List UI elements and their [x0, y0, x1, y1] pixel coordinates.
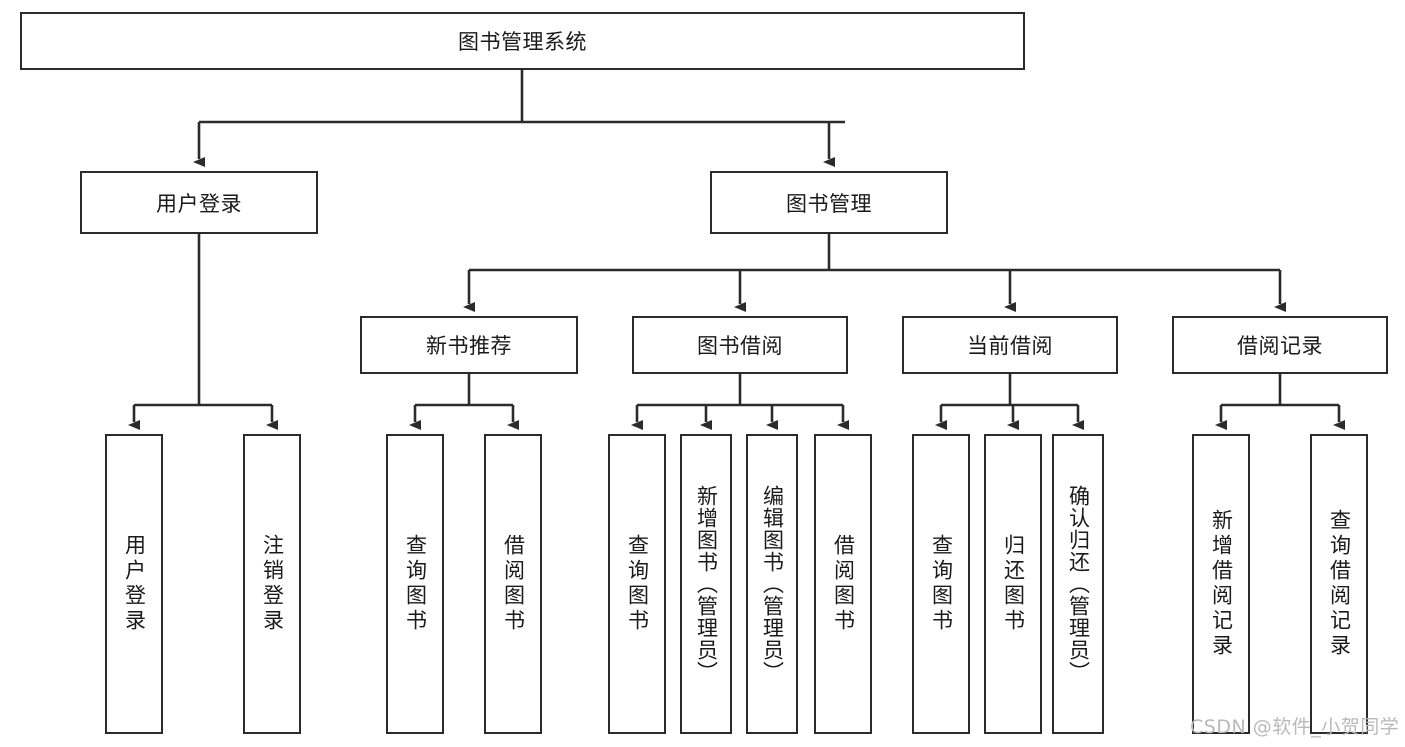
- node-leaf-query-book-1[interactable]: 查询图书: [386, 434, 444, 734]
- node-leaf-edit-book-admin-label: 编辑图书（管理员）: [760, 485, 785, 683]
- node-leaf-user-login[interactable]: 用户登录: [105, 434, 163, 734]
- node-leaf-borrow-book-1-label: 借阅图书: [501, 534, 526, 634]
- node-leaf-query-book-3-label: 查询图书: [929, 534, 954, 634]
- node-leaf-logout-login-label: 注销登录: [260, 534, 285, 634]
- node-borrow-record-label: 借阅记录: [1237, 334, 1323, 358]
- node-current-borrow-label: 当前借阅: [967, 334, 1053, 358]
- node-book-manage-label: 图书管理: [786, 191, 872, 216]
- node-book-borrow[interactable]: 图书借阅: [632, 316, 848, 374]
- csdn-watermark: CSDN @软件_小贺同学: [1190, 716, 1400, 738]
- node-leaf-query-borrow-record[interactable]: 查询借阅记录: [1310, 434, 1368, 734]
- node-leaf-add-book-admin[interactable]: 新增图书（管理员）: [680, 434, 732, 734]
- node-new-book-recommend[interactable]: 新书推荐: [360, 316, 578, 374]
- node-leaf-query-book-2[interactable]: 查询图书: [608, 434, 666, 734]
- node-leaf-return-book[interactable]: 归还图书: [984, 434, 1042, 734]
- node-borrow-record[interactable]: 借阅记录: [1172, 316, 1388, 374]
- node-leaf-logout-login[interactable]: 注销登录: [243, 434, 301, 734]
- node-leaf-add-borrow-record[interactable]: 新增借阅记录: [1192, 434, 1250, 734]
- node-leaf-add-borrow-record-label: 新增借阅记录: [1209, 509, 1234, 659]
- node-leaf-confirm-return-admin[interactable]: 确认归还（管理员）: [1052, 434, 1104, 734]
- node-leaf-return-book-label: 归还图书: [1001, 534, 1026, 634]
- node-root-system[interactable]: 图书管理系统: [20, 12, 1025, 70]
- node-book-manage[interactable]: 图书管理: [710, 171, 948, 234]
- node-leaf-confirm-return-admin-label: 确认归还（管理员）: [1066, 485, 1091, 683]
- node-leaf-borrow-book-2-label: 借阅图书: [831, 534, 856, 634]
- node-root-label: 图书管理系统: [458, 30, 587, 54]
- node-book-borrow-label: 图书借阅: [697, 334, 783, 358]
- node-leaf-borrow-book-1[interactable]: 借阅图书: [484, 434, 542, 734]
- node-leaf-edit-book-admin[interactable]: 编辑图书（管理员）: [746, 434, 798, 734]
- node-leaf-query-book-3[interactable]: 查询图书: [912, 434, 970, 734]
- node-leaf-query-borrow-record-label: 查询借阅记录: [1327, 509, 1352, 659]
- node-user-login[interactable]: 用户登录: [80, 171, 318, 234]
- node-new-book-recommend-label: 新书推荐: [426, 334, 512, 358]
- node-leaf-query-book-1-label: 查询图书: [403, 534, 428, 634]
- node-leaf-add-book-admin-label: 新增图书（管理员）: [694, 485, 719, 683]
- node-current-borrow[interactable]: 当前借阅: [902, 316, 1118, 374]
- node-leaf-user-login-label: 用户登录: [122, 534, 147, 634]
- node-leaf-query-book-2-label: 查询图书: [625, 534, 650, 634]
- node-leaf-borrow-book-2[interactable]: 借阅图书: [814, 434, 872, 734]
- node-user-login-label: 用户登录: [156, 191, 242, 216]
